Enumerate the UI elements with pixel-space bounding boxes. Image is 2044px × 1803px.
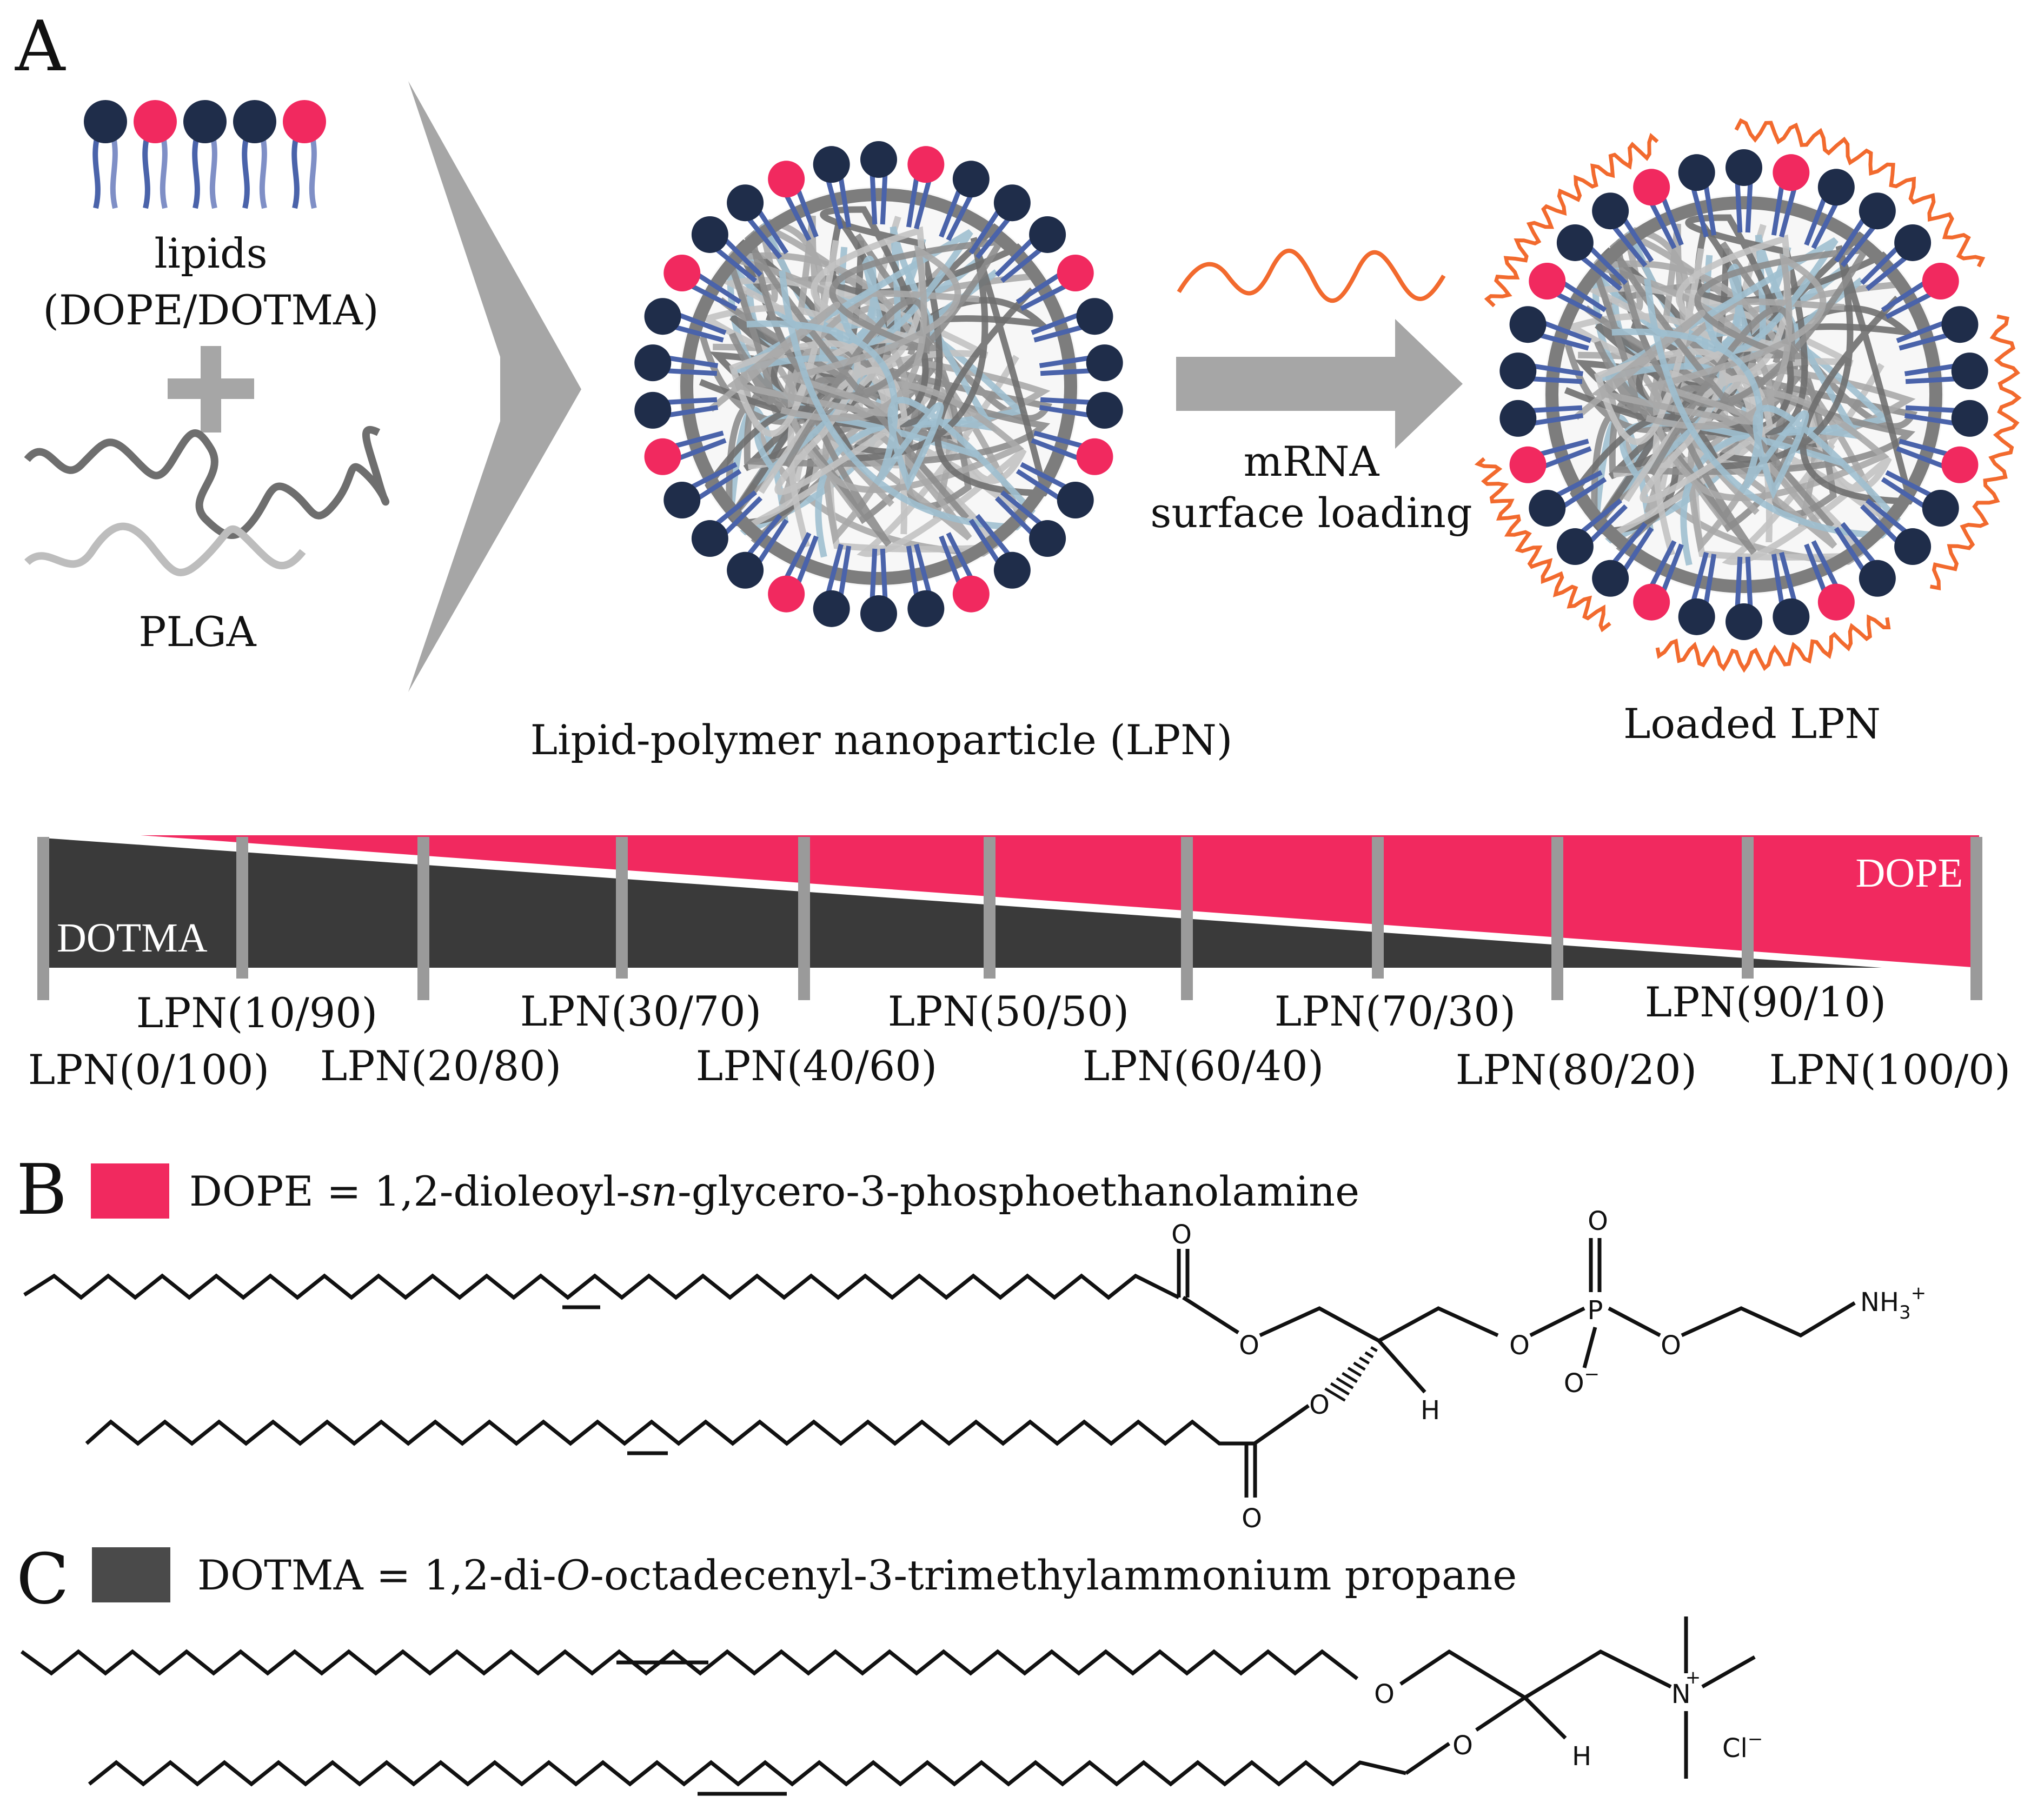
formulation-label: LPN(0/100) [28,1046,269,1094]
formulation-label: LPN(70/30) [1275,987,1516,1035]
atom-o-phosphate-2: O [1661,1330,1681,1361]
panel-label-a: A [15,6,66,87]
dotma-structure: O N+ Cl− H O [20,1616,1763,1796]
atom-p: P [1588,1295,1603,1326]
atom-o-carbonyl-1: O [1171,1220,1192,1250]
atom-n: N+ [1671,1667,1701,1709]
plga-polymer-icon [24,425,390,576]
formulation-label: LPN(90/10) [1645,978,1886,1026]
dotma-swatch [92,1547,170,1602]
atom-h-dotma: H [1572,1741,1591,1772]
formulation-labels: LPN(10/90) LPN(30/70) LPN(50/50) LPN(70/30)… [28,978,2010,1094]
atom-h-dope: H [1421,1395,1440,1426]
formulation-label: LPN(20/80) [320,1042,561,1090]
surface-loading-arrow-icon [1176,319,1463,449]
mrna-strand-icon [1177,248,1446,303]
surface-loading-label: surface loading [1150,489,1472,537]
atom-o-minus: O− [1564,1363,1600,1399]
lipids-composition-label: (DOPE/DOTMA) [43,286,379,334]
plus-icon [168,346,254,433]
atom-o-carbonyl-2: O [1242,1503,1262,1534]
atom-o-ester-2: O [1309,1390,1330,1420]
atom-nh3: NH3+ [1860,1282,1926,1323]
formulation-label: LPN(60/40) [1083,1042,1324,1090]
dope-structure: O O O P O O− O NH3+ H O O [23,1206,1926,1534]
formulation-label: LPN(80/20) [1456,1046,1697,1094]
mrna-label: mRNA [1244,437,1380,485]
formulation-label: LPN(50/50) [888,987,1129,1035]
lpn-particle [634,141,1123,632]
ratio-bar: DOTMA DOPE [37,835,1982,1000]
dope-band [141,835,1979,968]
dope-definition: DOPE = 1,2-dioleoyl-sn-glycero-3-phospho… [189,1167,1359,1215]
formulation-label: LPN(40/60) [696,1042,937,1090]
formulation-label: LPN(30/70) [520,987,761,1035]
atom-o-ether-1: O [1374,1679,1395,1709]
plga-label: PLGA [138,608,256,656]
atom-o-ester-1: O [1239,1330,1259,1361]
formulation-label: LPN(10/90) [136,989,377,1037]
dope-swatch [91,1163,169,1219]
dotma-bar-label: DOTMA [57,915,208,961]
panel-label-b: B [16,1150,67,1230]
lpn-caption: Lipid-polymer nanoparticle (LPN) [530,716,1233,764]
dotma-definition: DOTMA = 1,2-di-O-octadecenyl-3-trimethyl… [197,1551,1517,1599]
lipid-icons [84,100,326,209]
loaded-lpn-particle [1474,118,2022,673]
atom-o-phosphate-1: O [1509,1330,1530,1361]
lipids-label: lipids [154,229,267,277]
formulation-label: LPN(100/0) [1769,1046,2010,1094]
loaded-lpn-caption: Loaded LPN [1623,700,1881,748]
atom-cl: Cl− [1722,1728,1763,1764]
atom-o-phosphoryl: O [1588,1206,1608,1236]
dotma-band [43,838,1882,968]
panel-label-c: C [16,1539,69,1620]
dope-bar-label: DOPE [1856,850,1963,896]
atom-o-ether-2: O [1452,1731,1473,1761]
